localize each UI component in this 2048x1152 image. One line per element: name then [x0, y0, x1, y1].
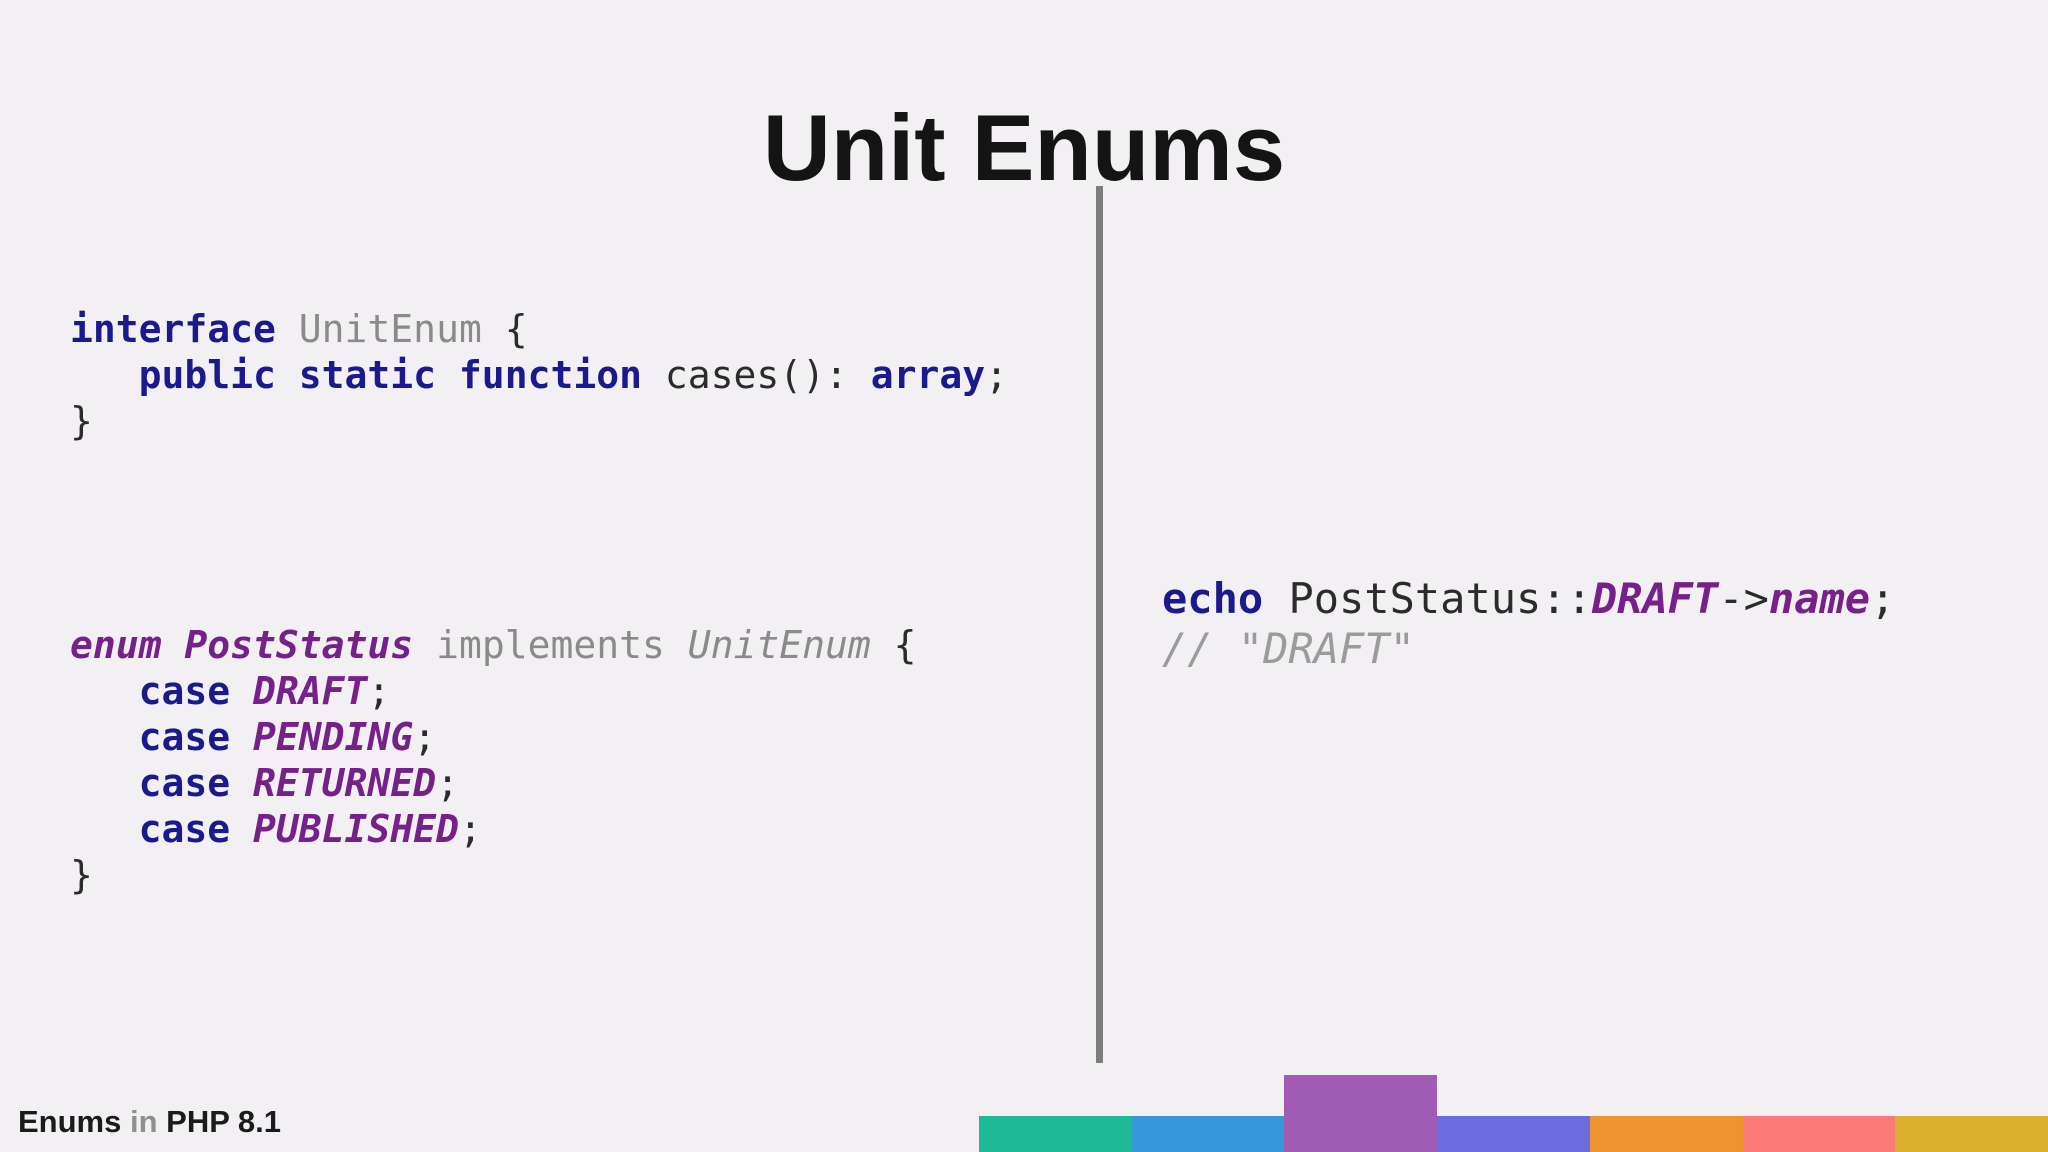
code-token-keyword: case: [138, 807, 231, 851]
code-block-enum: enum PostStatus implements UnitEnum { ca…: [70, 622, 917, 898]
code-token-plain: [230, 807, 253, 851]
code-token-purple: PENDING: [253, 715, 414, 759]
code-token-plain: {: [870, 623, 917, 667]
code-line: Enums in PHP 8.1: [18, 1102, 281, 1142]
code-line: }: [70, 398, 1008, 444]
vertical-divider: [1096, 186, 1103, 1063]
code-token-plain: ->: [1718, 574, 1769, 623]
code-block-echo: echo PostStatus::DRAFT->name;// "DRAFT": [1162, 574, 1895, 674]
code-token-comment: // "DRAFT": [1162, 624, 1415, 673]
code-token-purple: RETURNED: [253, 761, 437, 805]
bar-segment-gold: [1895, 1116, 2048, 1152]
code-token-plain: ;: [458, 807, 482, 851]
code-token-type: implements: [436, 623, 665, 667]
code-token-footer_gray: in: [121, 1104, 167, 1139]
bar-segment-purple: [1284, 1075, 1438, 1152]
code-token-keyword: case: [138, 669, 231, 713]
code-token-plain: [70, 669, 139, 713]
code-line: case RETURNED;: [70, 760, 917, 806]
code-token-plain: ;: [985, 353, 1009, 397]
code-token-plain: [230, 669, 253, 713]
bar-segment-teal: [979, 1116, 1132, 1152]
code-token-plain: [70, 761, 139, 805]
code-token-keyword: echo: [1162, 574, 1264, 623]
code-token-plain: {: [481, 307, 528, 351]
code-line: // "DRAFT": [1162, 624, 1895, 674]
code-line: interface UnitEnum {: [70, 306, 1008, 352]
bar-segment-salmon: [1742, 1116, 1896, 1152]
code-token-plain: ;: [436, 761, 459, 805]
code-line: enum PostStatus implements UnitEnum {: [70, 622, 917, 668]
code-token-plain: [665, 623, 688, 667]
code-block-interface: interface UnitEnum { public static funct…: [70, 306, 1008, 444]
code-token-type_italic: UnitEnum: [687, 623, 871, 667]
code-token-purple: enum PostStatus: [70, 623, 414, 667]
code-token-plain: [230, 715, 253, 759]
code-token-type: UnitEnum: [298, 307, 482, 351]
code-token-plain: }: [70, 853, 93, 897]
code-token-plain: [276, 307, 299, 351]
code-token-purple: PUBLISHED: [253, 807, 459, 851]
code-token-purple: name: [1768, 574, 1871, 623]
bar-segment-blue: [1131, 1116, 1285, 1152]
footer-label: Enums in PHP 8.1: [18, 1102, 281, 1142]
bar-segment-indigo: [1437, 1116, 1590, 1152]
code-token-plain: cases():: [641, 353, 871, 397]
code-line: case PENDING;: [70, 714, 917, 760]
code-token-keyword: public static function: [138, 353, 642, 397]
code-token-keyword: array: [870, 353, 986, 397]
code-token-plain: [230, 761, 253, 805]
code-token-plain: [70, 715, 139, 759]
code-token-plain: [70, 353, 139, 397]
code-token-plain: [413, 623, 436, 667]
code-line: echo PostStatus::DRAFT->name;: [1162, 574, 1895, 624]
code-line: case PUBLISHED;: [70, 806, 917, 852]
code-token-purple: DRAFT: [1591, 574, 1719, 623]
code-token-plain: PostStatus::: [1263, 574, 1592, 623]
code-token-footer_dark: Enums: [18, 1104, 122, 1139]
code-line: public static function cases(): array;: [70, 352, 1008, 398]
code-token-plain: ;: [413, 715, 437, 759]
code-token-plain: ;: [367, 669, 391, 713]
code-token-plain: [70, 807, 139, 851]
code-line: case DRAFT;: [70, 668, 917, 714]
code-token-keyword: case: [138, 761, 231, 805]
code-token-keyword: case: [138, 715, 231, 759]
code-token-footer_dark: PHP 8.1: [166, 1104, 282, 1139]
code-token-plain: }: [70, 399, 93, 443]
bottom-color-bar: [979, 1075, 2048, 1152]
code-token-keyword: interface: [70, 307, 276, 351]
code-line: }: [70, 852, 917, 898]
code-token-plain: ;: [1870, 574, 1896, 623]
page-title: Unit Enums: [762, 94, 1286, 200]
bar-segment-orange: [1589, 1116, 1743, 1152]
code-token-purple: DRAFT: [253, 669, 368, 713]
